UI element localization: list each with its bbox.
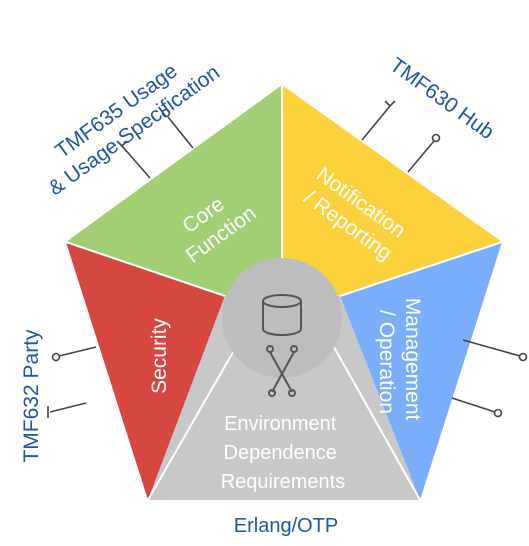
- center-hub: [222, 258, 342, 378]
- tmf632-party-label: TMF632 Party: [20, 329, 43, 463]
- core-function-segment: [66, 85, 282, 296]
- erlang-otp-label: Erlang/OTP: [234, 515, 338, 537]
- hub-connectors: [361, 100, 441, 173]
- notification-reporting-segment: [282, 85, 502, 296]
- tools-icon: [266, 345, 298, 397]
- management-operation-label: Management / Operation: [375, 298, 424, 426]
- tmf630-hub-label: TMF630 Hub: [385, 53, 498, 144]
- management-connectors: [451, 339, 528, 418]
- segment-separators: [65, 85, 503, 501]
- environment-label: Environment Dependence Requirements: [221, 413, 346, 493]
- party-connectors: [47, 346, 97, 418]
- security-label: Security: [148, 318, 171, 394]
- usage-connectors: [116, 108, 194, 179]
- management-operation-segment: [340, 242, 502, 500]
- database-icon: [262, 294, 302, 336]
- security-segment: [66, 242, 225, 500]
- environment-segment: [148, 296, 420, 500]
